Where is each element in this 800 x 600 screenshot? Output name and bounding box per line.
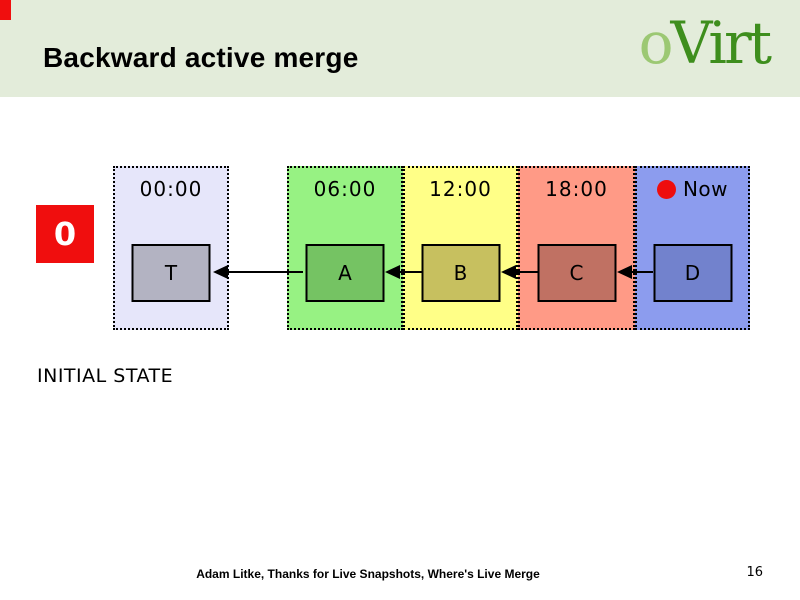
volume-node-label: A bbox=[338, 261, 352, 285]
section-now-label: Now bbox=[637, 177, 748, 201]
section-time-label: Now bbox=[682, 177, 729, 201]
timeline-section-1800: 18:00 C bbox=[518, 166, 635, 330]
volume-node-label: B bbox=[453, 261, 468, 285]
page-number: 16 bbox=[746, 565, 763, 580]
volume-node-t: T bbox=[131, 244, 211, 302]
timeline-section-1200: 12:00 B bbox=[403, 166, 518, 330]
slide-header: Backward active merge oVirt bbox=[0, 0, 800, 97]
volume-node-b: B bbox=[421, 244, 500, 302]
volume-node-label: C bbox=[569, 261, 584, 285]
timeline-section-0000: 00:00 T bbox=[113, 166, 229, 330]
volume-node-d: D bbox=[653, 244, 732, 302]
section-time-label: 00:00 bbox=[139, 177, 203, 201]
ovirt-logo: oVirt bbox=[638, 9, 772, 77]
timeline-section-0600: 06:00 A bbox=[287, 166, 403, 330]
step-counter-badge: 0 bbox=[36, 205, 94, 263]
section-time-label: 12:00 bbox=[429, 177, 492, 201]
footer-credit: Adam Litke, Thanks for Live Snapshots, W… bbox=[196, 567, 540, 581]
logo-text-virt: Virt bbox=[670, 9, 772, 77]
slide-corner-marker bbox=[0, 0, 11, 20]
volume-node-label: D bbox=[684, 261, 701, 285]
logo-letter-o: o bbox=[638, 9, 674, 77]
section-time-label: 18:00 bbox=[545, 177, 608, 201]
state-caption: INITIAL STATE bbox=[37, 365, 174, 387]
slide-title: Backward active merge bbox=[43, 42, 359, 73]
section-time-label: 06:00 bbox=[313, 177, 377, 201]
volume-node-label: T bbox=[164, 261, 178, 285]
now-indicator-dot bbox=[656, 179, 676, 199]
timeline-section-now: Now D bbox=[635, 166, 750, 330]
volume-node-a: A bbox=[305, 244, 385, 302]
volume-node-c: C bbox=[537, 244, 616, 302]
